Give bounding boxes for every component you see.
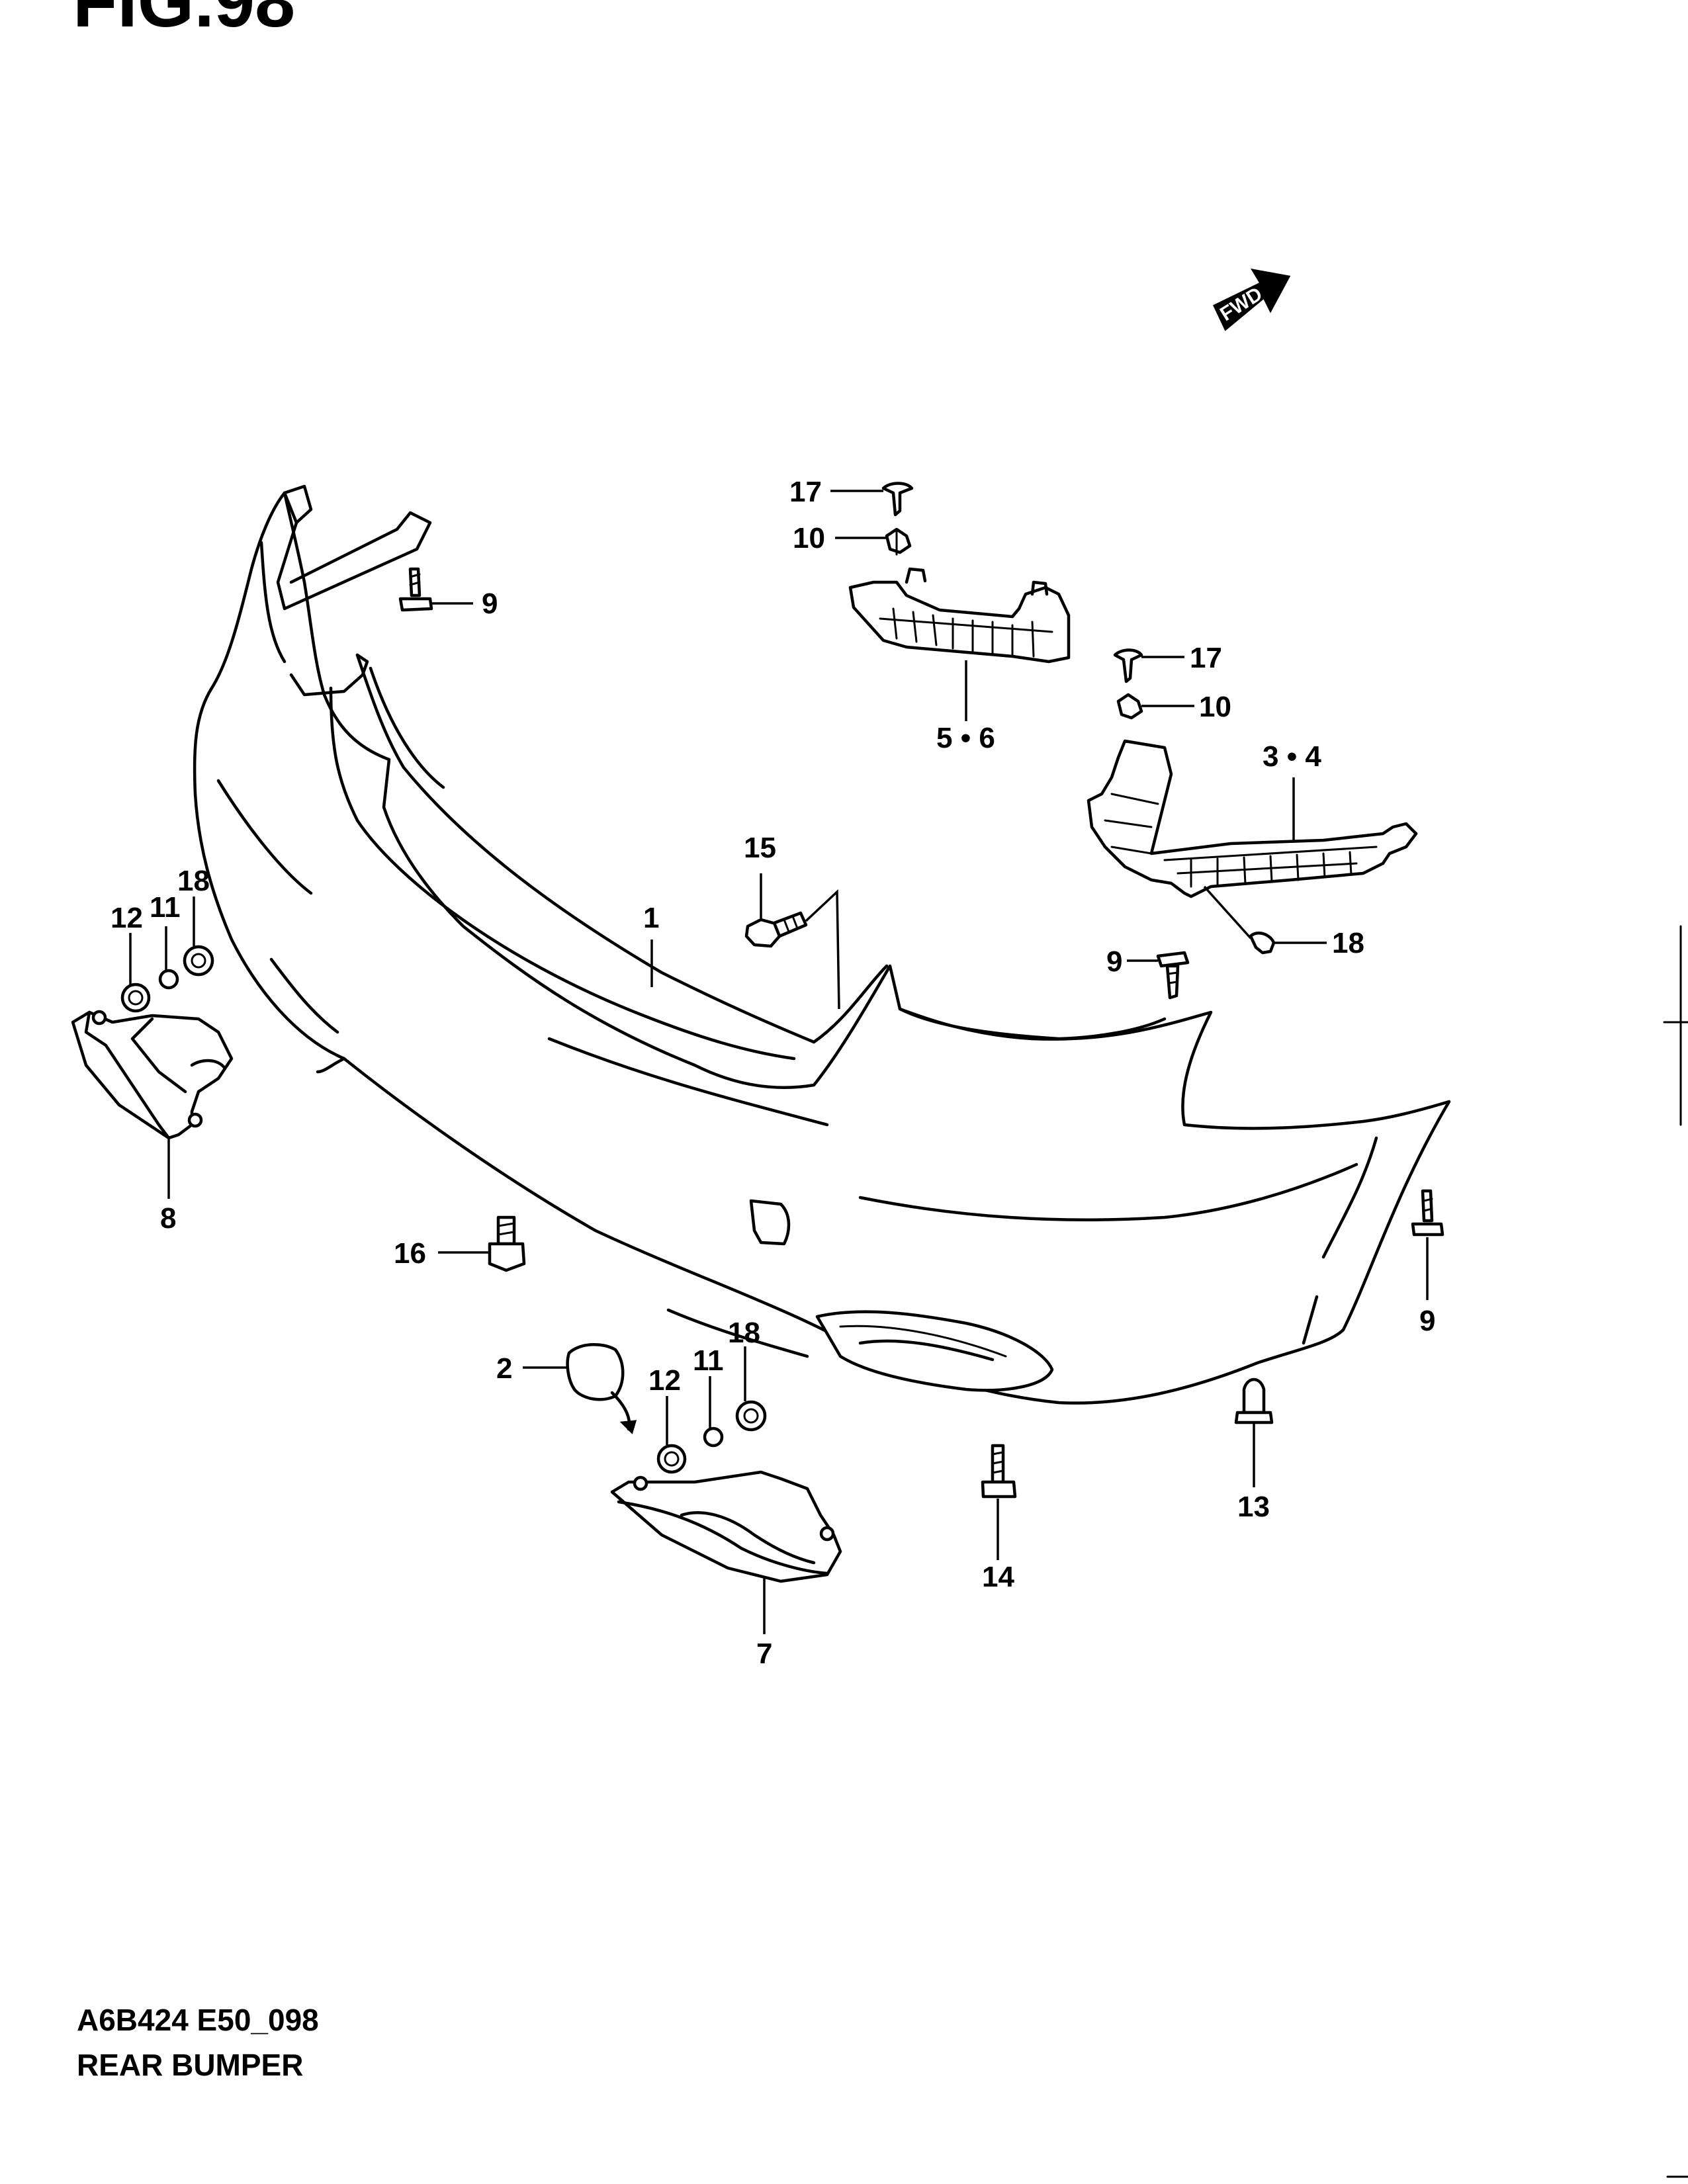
callout-5-6: 5 • 6	[936, 722, 995, 754]
callout-17: 18	[1332, 927, 1364, 959]
clip-fastener	[1113, 648, 1143, 683]
clip-fastener	[1234, 1377, 1274, 1424]
screw-fastener	[1156, 951, 1190, 1000]
leader-lines	[129, 490, 1429, 1634]
callout-3-4: 3 • 4	[1263, 740, 1321, 773]
right-reflector	[610, 1470, 842, 1583]
callout-7: 7	[756, 1638, 773, 1670]
bumper-cover	[193, 484, 1451, 1405]
grommet-fastener	[158, 969, 179, 990]
callout-2: 2	[496, 1352, 513, 1385]
nut-fastener	[1116, 693, 1143, 720]
callout-11: 11	[150, 891, 181, 924]
drawing-caption: REAR BUMPER	[77, 2048, 304, 2082]
towing-hook-cap	[566, 1342, 637, 1434]
crop-marks	[1663, 925, 1688, 2178]
callout-9: 9	[482, 588, 498, 620]
bolt-fastener	[744, 911, 808, 948]
callout-8: 8	[160, 1202, 177, 1235]
drawing-code: A6B424 E50_098	[77, 2003, 319, 2037]
callout-12: 12	[648, 1364, 681, 1397]
callout-1: 1	[643, 902, 660, 934]
callout-11: 11	[693, 1344, 724, 1377]
bolt-fastener	[981, 1444, 1017, 1499]
callout-9: 9	[1419, 1305, 1436, 1337]
fwd-arrow-icon: FWD	[1213, 268, 1291, 331]
callout-14: 14	[982, 1561, 1014, 1593]
callout-12: 12	[111, 902, 143, 934]
side-bracket	[1087, 739, 1418, 898]
callout-15: 15	[744, 832, 776, 864]
upper-bracket	[848, 567, 1071, 664]
clip-fastener	[881, 482, 914, 517]
callout-10: 10	[793, 522, 825, 554]
callout-16: 16	[394, 1237, 426, 1270]
callout-9: 9	[1106, 945, 1123, 978]
clip-fastener	[1249, 932, 1276, 955]
cushion-fastener	[656, 1444, 687, 1474]
callout-18: 18	[728, 1317, 760, 1349]
callout-17: 17	[789, 476, 822, 508]
screw-fastener	[1411, 1189, 1444, 1237]
cushion-fastener	[120, 983, 151, 1013]
callout-13: 13	[1237, 1491, 1270, 1523]
grommet-fastener	[703, 1426, 724, 1448]
left-reflector	[71, 1010, 234, 1140]
nut-fastener	[885, 527, 912, 556]
screw-fastener	[398, 567, 433, 612]
bolt-fastener	[488, 1215, 526, 1272]
callout-17: 17	[1190, 642, 1222, 674]
figure-title: FIG.98	[73, 0, 296, 42]
nut-fastener	[735, 1400, 767, 1432]
nut-fastener	[183, 945, 214, 977]
callout-10: 10	[1199, 691, 1231, 723]
callout-18: 18	[177, 865, 210, 897]
